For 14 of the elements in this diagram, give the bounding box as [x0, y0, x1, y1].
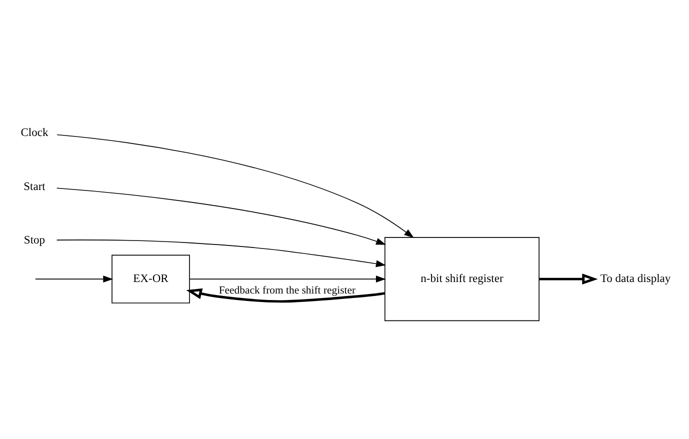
node-text: Clock [20, 127, 48, 140]
arrow [539, 274, 598, 285]
arrow [35, 276, 114, 283]
arrow [56, 188, 386, 245]
node-text: Start [24, 180, 46, 193]
arrow [189, 276, 386, 283]
arrow [56, 134, 414, 238]
node-text: To data display [600, 273, 671, 286]
node-box: EX-OR [112, 254, 190, 304]
arrow [56, 240, 386, 268]
arrow [186, 288, 385, 303]
node-box: n-bit shift register [384, 237, 540, 322]
edge-label: Feedback from the shift register [218, 284, 356, 296]
node-text: Stop [24, 234, 46, 246]
